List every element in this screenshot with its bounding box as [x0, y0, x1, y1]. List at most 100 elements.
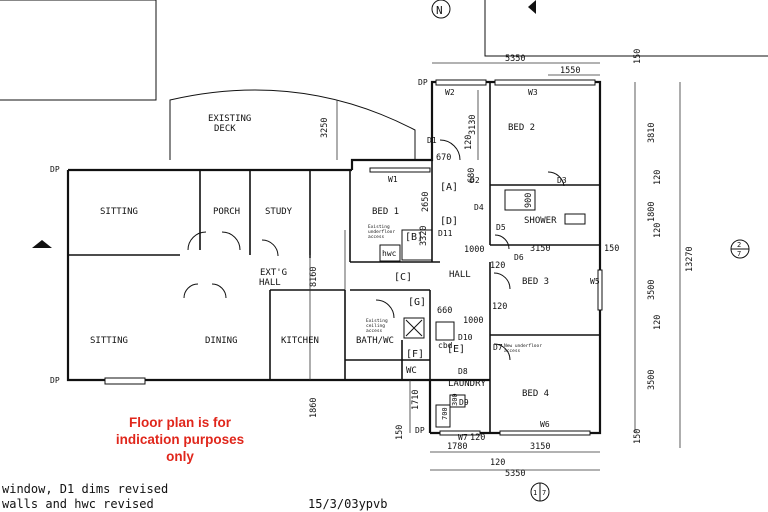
- dim-120-c: 120: [653, 223, 663, 238]
- dim-3500-a: 3500: [647, 280, 657, 300]
- svg-text:N: N: [436, 4, 443, 17]
- fixtures: [379, 189, 586, 428]
- dim-1800: 1800: [647, 202, 657, 222]
- indication-note: Floor plan is for indication purposes on…: [115, 415, 245, 464]
- room-bed-3: BED 3: [522, 277, 549, 287]
- dim-150-br: 150: [633, 429, 643, 444]
- room-porch: PORCH: [213, 207, 240, 217]
- dim-120-d: 120: [653, 315, 663, 330]
- room-wc: WC: [406, 366, 417, 376]
- tag-c: [C]: [394, 272, 412, 283]
- svg-text:DECK: DECK: [214, 124, 236, 134]
- note-ceiling-access: Existing: [366, 318, 388, 324]
- dim-120-w7: 120: [470, 433, 485, 443]
- svg-text:1: 1: [533, 489, 537, 497]
- dim-120-e: 120: [490, 261, 505, 271]
- svg-text:7: 7: [737, 250, 741, 258]
- dim-150-top: 150: [633, 49, 643, 64]
- tag-cbd: cbd: [438, 341, 453, 350]
- dim-3250: 3250: [320, 118, 330, 138]
- tag-w1: W1: [388, 175, 398, 184]
- revision-date: 15/3/03ypvb: [308, 497, 388, 511]
- north-compass: N: [431, 0, 451, 19]
- svg-text:ceiling: ceiling: [366, 323, 385, 329]
- svg-text:underfloor: underfloor: [368, 229, 395, 235]
- dim-1000-b: 1000: [463, 316, 483, 326]
- dim-3150-a: 3150: [530, 244, 550, 254]
- dim-120-f: 120: [492, 302, 507, 312]
- section-arrow-icon: [32, 240, 52, 248]
- section-marker-right: 2 7: [730, 239, 750, 259]
- room-kitchen: KITCHEN: [281, 336, 319, 346]
- dimension-lines: [309, 62, 681, 471]
- room-study: STUDY: [265, 207, 293, 217]
- arrow-marker-icon: [528, 0, 536, 14]
- section-marker-bottom: 1 7: [530, 482, 550, 502]
- tag-d3: D3: [557, 176, 567, 185]
- dim-1860: 1860: [309, 398, 319, 418]
- tag-d4: D4: [474, 203, 484, 212]
- svg-text:7: 7: [542, 489, 546, 497]
- room-bath-wc: BATH/WC: [356, 336, 394, 346]
- room-ext-hall: EXT'G: [260, 268, 287, 278]
- room-sitting-1: SITTING: [100, 207, 138, 217]
- tag-d9: D9: [459, 398, 469, 407]
- note-underfloor-access-2: New underfloor: [504, 343, 542, 349]
- dim-3150-b: 3150: [530, 442, 550, 452]
- tag-d2: D2: [470, 176, 480, 185]
- svg-text:2: 2: [737, 241, 741, 249]
- tag-w7: W7: [458, 433, 468, 442]
- tag-b: [B]: [405, 232, 423, 243]
- room-sitting-2: SITTING: [90, 336, 128, 346]
- dim-680: 680: [467, 168, 477, 183]
- existing-deck-outline: [169, 89, 416, 160]
- tag-f: [F]: [406, 349, 424, 360]
- dim-top-1550: 1550: [560, 66, 580, 76]
- door-swings: [183, 139, 565, 361]
- dim-1710: 1710: [411, 390, 421, 410]
- dim-13270: 13270: [685, 246, 695, 272]
- dim-1780: 1780: [447, 442, 467, 452]
- svg-text:access: access: [504, 349, 521, 354]
- tag-dp-top: DP: [418, 78, 428, 87]
- dim-660: 660: [437, 306, 452, 316]
- dim-150-bl: 150: [395, 425, 405, 440]
- dim-3810: 3810: [647, 123, 657, 143]
- dim-120-bottom: 120: [490, 458, 505, 468]
- dim-120-b: 120: [653, 170, 663, 185]
- existing-deck-label: EXISTING: [208, 114, 251, 124]
- dim-1000-a: 1000: [464, 245, 484, 255]
- dim-150-mid: 150: [604, 244, 619, 254]
- room-laundry: LAUNDRY: [448, 379, 487, 389]
- dim-8160: 8160: [309, 267, 319, 287]
- dim-3320: 3320: [419, 226, 429, 246]
- tag-w5: W5: [590, 277, 600, 286]
- neighbour-outline: [0, 0, 157, 101]
- tag-g: [G]: [408, 297, 426, 308]
- tag-e: [E]: [447, 344, 465, 355]
- dim-3130: 3130: [468, 115, 478, 135]
- dim-2650: 2650: [421, 192, 431, 212]
- tag-d: [D]: [440, 216, 458, 227]
- tag-d10: D10: [458, 333, 473, 342]
- tag-w3: W3: [528, 88, 538, 97]
- dim-900: 900: [524, 193, 534, 208]
- room-shower: SHOWER: [524, 216, 557, 226]
- tag-dp-left-1: DP: [50, 165, 60, 174]
- tag-d11: D11: [438, 229, 453, 238]
- tag-hwc: hwc: [382, 249, 397, 258]
- tag-dp-bottom: DP: [415, 426, 425, 435]
- dim-5350-bottom: 5350: [505, 469, 525, 479]
- svg-text:access: access: [366, 329, 383, 334]
- tag-w6: W6: [540, 420, 550, 429]
- dim-top-5350: 5350: [505, 54, 525, 64]
- dim-3500-b: 3500: [647, 370, 657, 390]
- windows: [104, 79, 603, 436]
- tag-w2: W2: [445, 88, 455, 97]
- tag-d6: D6: [514, 253, 524, 262]
- room-hall: HALL: [449, 270, 471, 280]
- note-underfloor-access-1: Existing: [368, 224, 390, 230]
- room-bed-4: BED 4: [522, 389, 549, 399]
